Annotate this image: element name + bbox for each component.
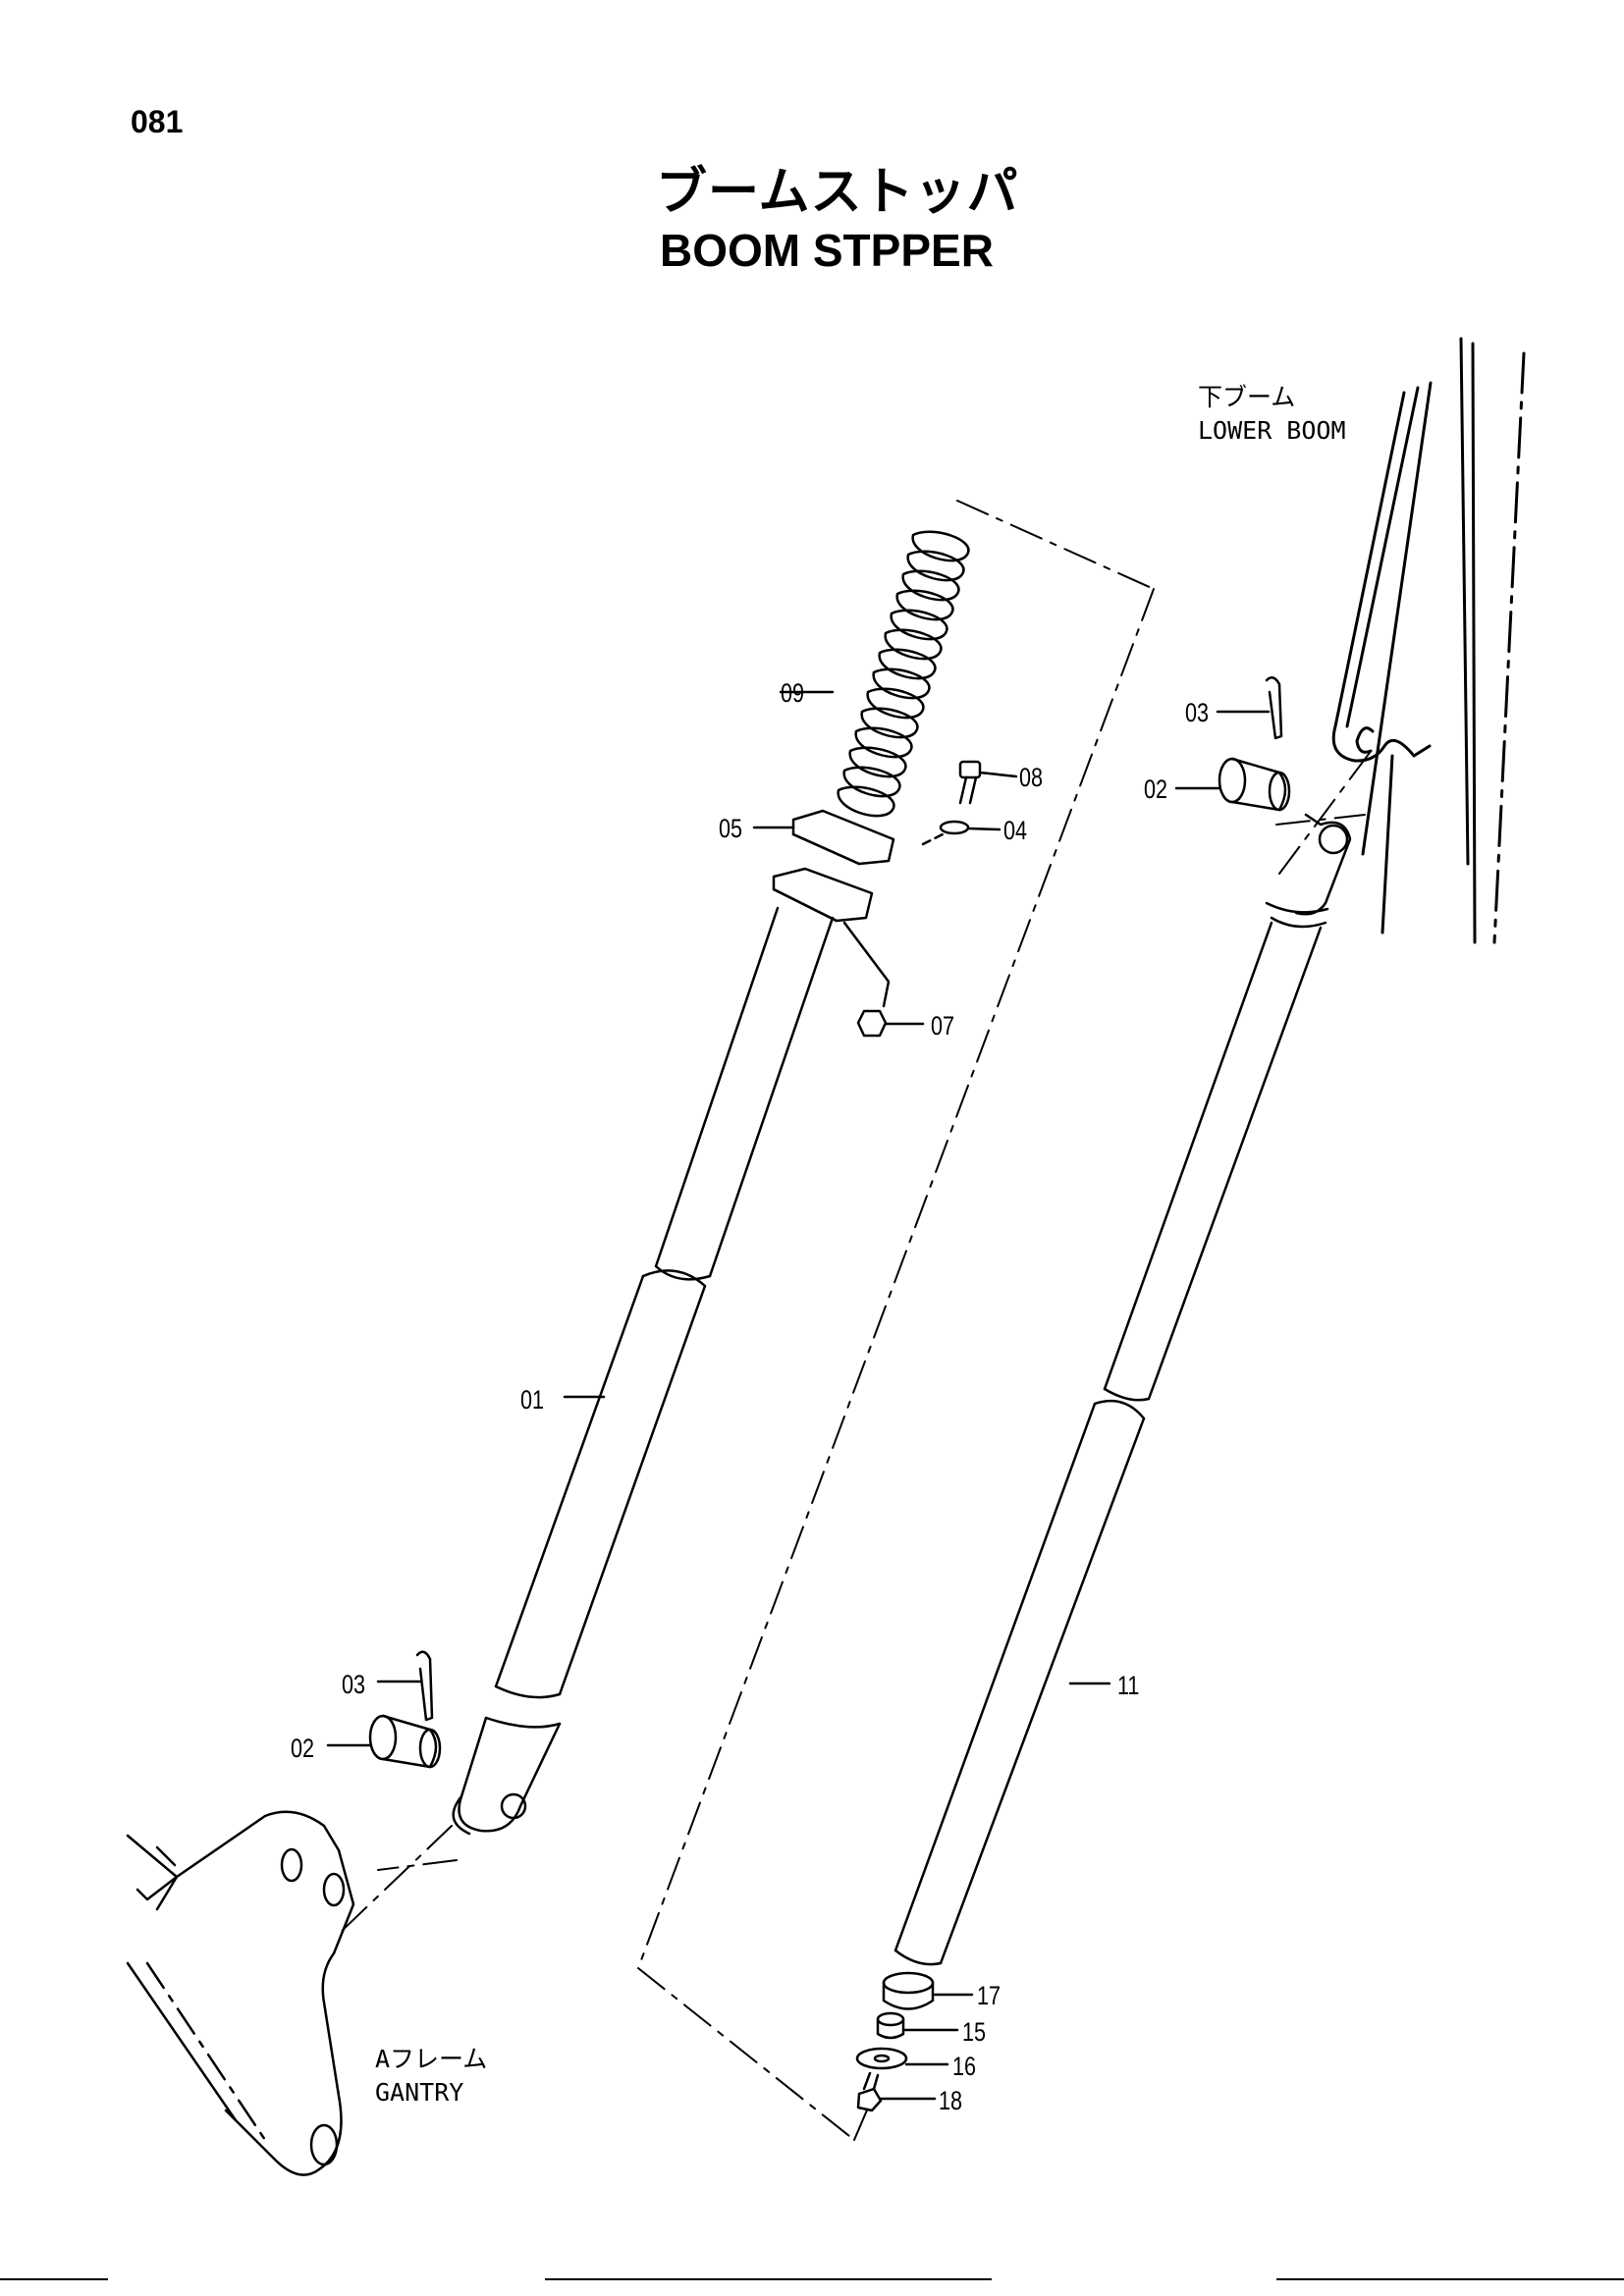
bushing-17 bbox=[882, 1971, 974, 2010]
gantry-structure bbox=[126, 1810, 355, 2176]
gantry-label: GANTRY bbox=[375, 2078, 464, 2107]
bolt-18 bbox=[856, 2071, 937, 2112]
lower-boom-label-jp: 下ブーム bbox=[1198, 383, 1296, 411]
callout-02-upper: 02 bbox=[1144, 774, 1168, 804]
callout-18: 18 bbox=[939, 2086, 963, 2115]
callout-16: 16 bbox=[952, 2052, 977, 2081]
washer-16 bbox=[855, 2047, 949, 2070]
callout-02-lower: 02 bbox=[291, 1734, 315, 1763]
callout-01: 01 bbox=[520, 1385, 545, 1415]
callout-15: 15 bbox=[962, 2017, 987, 2047]
plate-05 bbox=[752, 809, 895, 866]
spring-09 bbox=[779, 530, 970, 818]
cotter-pin-03-lower bbox=[376, 1650, 434, 1722]
callout-03-lower: 03 bbox=[342, 1670, 366, 1699]
lower-boom-label: LOWER BOOM bbox=[1198, 416, 1346, 445]
callout-03-upper: 03 bbox=[1185, 698, 1210, 727]
lower-boom-structure bbox=[1331, 337, 1526, 944]
collar-15 bbox=[876, 2011, 959, 2040]
stopper-tube-01 bbox=[452, 867, 874, 1836]
lock-washer-04 bbox=[921, 820, 1001, 846]
bolt-08 bbox=[958, 760, 1018, 805]
rod-11 bbox=[893, 813, 1352, 1966]
page-title-japanese: ブームストッパ bbox=[656, 164, 1019, 221]
callout-05: 05 bbox=[719, 814, 743, 843]
gantry-label-jp: Aフレーム bbox=[375, 2045, 488, 2073]
assembly-outline bbox=[338, 500, 1376, 2141]
callout-04: 04 bbox=[1003, 816, 1028, 845]
pin-02-upper bbox=[1174, 757, 1291, 812]
pin-02-lower bbox=[326, 1714, 442, 1769]
nut-07 bbox=[842, 921, 925, 1038]
page-number: 081 bbox=[131, 104, 184, 139]
callout-08: 08 bbox=[1019, 763, 1044, 792]
cotter-pin-03-upper bbox=[1216, 676, 1283, 740]
callout-11: 11 bbox=[1117, 1671, 1140, 1700]
callout-07: 07 bbox=[931, 1011, 955, 1041]
page-title: BOOM STPPER bbox=[660, 225, 994, 276]
callout-17: 17 bbox=[977, 1981, 1001, 2010]
